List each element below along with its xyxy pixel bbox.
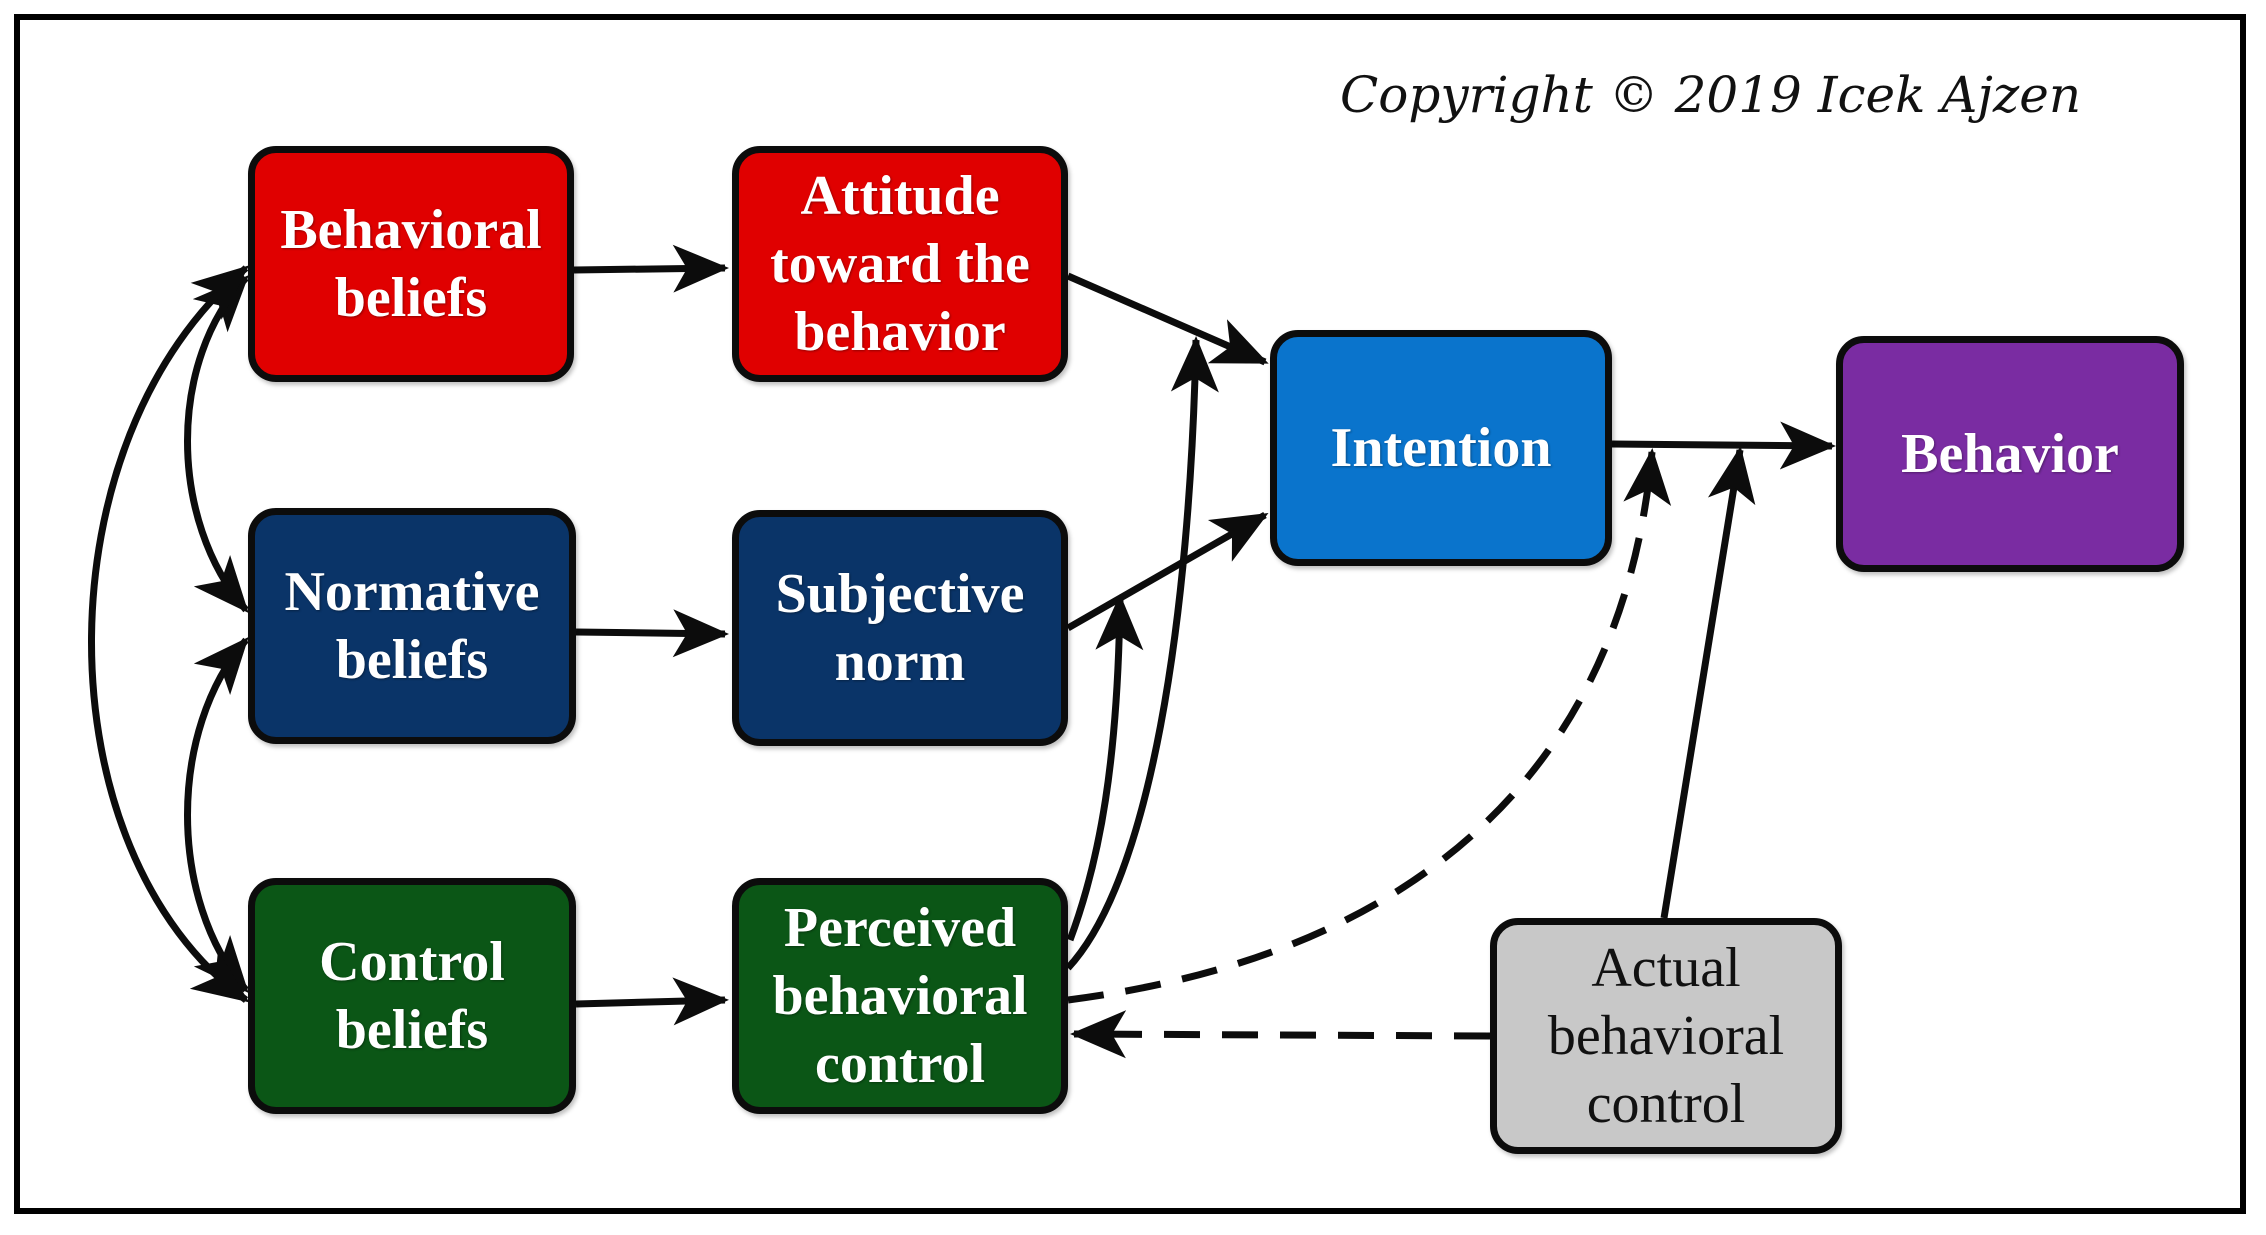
normative-beliefs-box: Normative beliefs	[248, 508, 576, 744]
normative-beliefs-label: Normative beliefs	[284, 560, 540, 691]
arrow-actual-control-to-behavior-link	[1660, 446, 1756, 919]
intention-label: Intention	[1330, 416, 1552, 479]
behavioral-beliefs-label: Behavioral beliefs	[280, 198, 542, 329]
arrow-subjective-norm-to-intention	[1066, 511, 1269, 632]
actual-behavioral-control-box: Actual behavioral control	[1490, 918, 1842, 1154]
behavior-box: Behavior	[1836, 336, 2184, 572]
control-beliefs-label: Control beliefs	[319, 930, 505, 1061]
intention-box: Intention	[1270, 330, 1612, 566]
copyright-notice: Copyright © 2019 Icek Ajzen	[1340, 66, 2082, 124]
perceived-behavioral-control-label: Perceived behavioral control	[772, 896, 1028, 1096]
arrow-attitude-to-intention	[1066, 272, 1269, 366]
double-arrow-behavioral-normative-beliefs	[184, 275, 249, 614]
double-arrow-normative-control-beliefs	[184, 636, 249, 994]
control-beliefs-box: Control beliefs	[248, 878, 576, 1114]
double-arrow-behavioral-control-beliefs	[88, 265, 250, 1003]
arrow-behavioral-beliefs-to-attitude	[573, 244, 729, 293]
behavioral-beliefs-box: Behavioral beliefs	[248, 146, 574, 382]
behavior-label: Behavior	[1901, 422, 2119, 485]
arrow-perceived-control-to-subjective-norm-path	[1066, 594, 1144, 942]
dashed-arrow-perceived-control-to-behavior-link	[1067, 448, 1672, 1004]
attitude-label: Attitude toward the behavior	[770, 164, 1030, 364]
arrow-control-beliefs-to-perceived-control	[575, 977, 729, 1026]
subjective-norm-label: Subjective norm	[775, 562, 1025, 693]
actual-behavioral-control-label: Actual behavioral control	[1547, 936, 1785, 1136]
attitude-box: Attitude toward the behavior	[732, 146, 1068, 382]
subjective-norm-box: Subjective norm	[732, 510, 1068, 746]
arrow-intention-to-behavior	[1611, 421, 1836, 470]
perceived-behavioral-control-box: Perceived behavioral control	[732, 878, 1068, 1114]
arrow-normative-beliefs-to-subjective-norm	[575, 609, 729, 658]
arrow-perceived-control-to-intention	[1065, 336, 1219, 971]
dashed-arrow-actual-control-to-perceived-control	[1070, 1010, 1491, 1059]
